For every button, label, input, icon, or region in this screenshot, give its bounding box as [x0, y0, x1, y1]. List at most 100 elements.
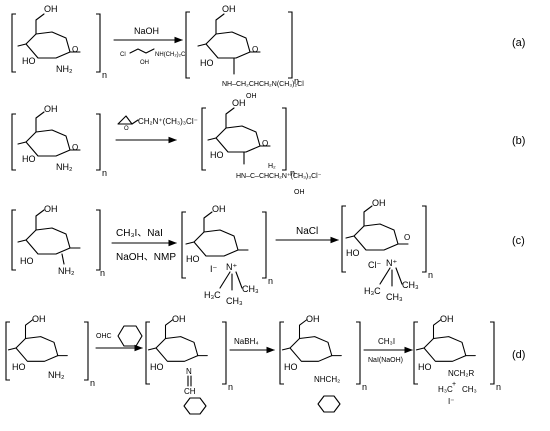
oh-label: OH	[32, 314, 46, 324]
oh-label: OH	[222, 4, 236, 14]
imine-ch: CH	[184, 387, 196, 396]
nh2-label: NH₂	[56, 64, 73, 74]
reagent-naoh-nmp: NaOH、NMP	[116, 252, 176, 263]
o-label: O	[72, 143, 78, 152]
n-subscript: n	[290, 168, 295, 178]
svg-text:Cl: Cl	[120, 52, 126, 58]
o-label: O	[252, 45, 258, 54]
iodide-ion: I⁻	[210, 264, 218, 274]
chitosan-monomer-a: OH HO NH₂ O n	[11, 4, 107, 80]
oh-label: OH	[232, 98, 246, 108]
oh-label: OH	[172, 314, 186, 324]
nh2-label: NH₂	[58, 266, 75, 276]
product-a: OH HO O NH–CH₂CHCH₂N(CH₃)₂Cl OH n	[185, 4, 304, 100]
methyl-ch3: CH₃	[402, 280, 419, 290]
n-subscript: n	[428, 270, 433, 280]
oh-label: OH	[212, 204, 226, 214]
n-subscript: n	[268, 276, 273, 286]
ho-label: HO	[210, 150, 224, 160]
reagent-ch3i-nai: CH₃I、NaI	[116, 228, 163, 239]
svg-text:NH(CH₂)₂Cl: NH(CH₂)₂Cl	[155, 52, 187, 58]
oh-label: OH	[44, 4, 58, 14]
quat-nch2r: NCH₂R	[448, 369, 474, 378]
product-b-side-chain: HN–C–CHCH₂N⁺(CH₃)₃Cl⁻	[236, 173, 322, 180]
nh2-label: NH₂	[48, 370, 65, 380]
product-c-chloride: OH HO O Cl⁻ N⁺ H₃C CH₃ CH₃ n	[341, 198, 433, 302]
n-subscript: n	[496, 382, 501, 392]
chitosan-monomer-d: OH HO NH₂ n	[5, 314, 95, 388]
imine-intermediate: OH HO N CH n	[145, 314, 233, 415]
o-label: O	[72, 45, 78, 54]
product-c-iodide: OH HO I⁻ N⁺ H₃C CH₃ CH₃ n	[181, 204, 273, 306]
row-c: OH HO NH₂ n CH₃I、NaI NaOH、NMP OH HO I⁻ N…	[11, 198, 525, 306]
product-a-oh: OH	[246, 93, 257, 100]
chloride-ion: Cl⁻	[368, 260, 381, 270]
ho-label: HO	[22, 56, 36, 66]
oh-label: OH	[44, 104, 58, 114]
label-d: (d)	[512, 349, 525, 361]
row-b: OH HO NH₂ O n O CH₂N⁺(CH₃)₃Cl⁻ OH HO O H…	[11, 98, 525, 196]
oh-label: OH	[306, 314, 320, 324]
product-b: OH HO O H₂ HN–C–CHCH₂N⁺(CH₃)₃Cl⁻ OH n	[201, 98, 322, 196]
ho-label: HO	[418, 362, 432, 372]
row-d: OH HO NH₂ n OHC OH HO N CH n NaBH₄	[5, 314, 525, 415]
quaternized-product: OH HO NCH₂R + H₃C CH₃ I⁻ n	[413, 314, 501, 406]
reagent-naoh: NaOH	[134, 26, 159, 36]
oh-label: OH	[44, 204, 58, 214]
quat-iodide: I⁻	[448, 397, 454, 406]
oh-label: OH	[440, 314, 454, 324]
methyl-h3c: H₃C	[204, 290, 221, 300]
o-label: O	[404, 233, 410, 242]
label-c: (c)	[512, 235, 525, 247]
chitosan-monomer-b: OH HO NH₂ O n	[11, 104, 107, 178]
n-subscript: n	[102, 70, 107, 80]
ho-label: HO	[150, 362, 164, 372]
n-subscript: n	[294, 76, 299, 86]
n-subscript: n	[90, 378, 95, 388]
reagent-nai-naoh: NaI(NaOH)	[368, 357, 403, 364]
amine-intermediate: OH HO NHCH₂ n	[279, 314, 367, 413]
label-a: (a)	[512, 37, 525, 49]
ho-label: HO	[22, 154, 36, 164]
ho-label: HO	[12, 362, 26, 372]
n-subscript: n	[362, 382, 367, 392]
reagent-nabh4: NaBH₄	[234, 337, 259, 346]
n-subscript: n	[228, 382, 233, 392]
reagent-chloro-amine: Cl NH(CH₂)₂Cl OH	[120, 48, 187, 66]
amine-nhch2: NHCH₂	[314, 375, 340, 384]
reagent-gtmac: CH₂N⁺(CH₃)₃Cl⁻	[138, 117, 198, 126]
n-subscript: n	[100, 268, 105, 278]
ho-label: HO	[20, 256, 34, 266]
label-b: (b)	[512, 135, 525, 147]
product-a-side-chain: NH–CH₂CHCH₂N(CH₃)₂Cl	[222, 81, 304, 88]
ho-label: HO	[186, 254, 200, 264]
quat-ch3: CH₃	[462, 385, 477, 394]
reagent-ohc: OHC	[96, 333, 112, 340]
methyl-ch3: CH₃	[386, 292, 403, 302]
chitosan-monomer-c: OH HO NH₂ n	[11, 204, 105, 278]
epoxide-reagent: O CH₂N⁺(CH₃)₃Cl⁻	[117, 115, 198, 132]
quat-h3c: H₃C	[438, 385, 453, 394]
n-subscript: n	[102, 168, 107, 178]
o-label: O	[262, 139, 268, 148]
row-a: OH HO NH₂ O n NaOH Cl NH(CH₂)₂Cl OH OH H…	[11, 4, 525, 100]
quat-plus: +	[452, 381, 456, 388]
methyl-h3c: H₃C	[364, 286, 381, 296]
ammonium-n: N⁺	[386, 258, 397, 268]
oh-label: OH	[372, 198, 386, 208]
svg-text:OH: OH	[140, 60, 149, 66]
ho-label: HO	[346, 248, 360, 258]
benzaldehyde-reagent: OHC	[96, 325, 143, 347]
nh2-label: NH₂	[56, 162, 73, 172]
product-b-h2: H₂	[268, 163, 276, 170]
ammonium-n: N⁺	[226, 262, 237, 272]
ho-label: HO	[284, 362, 298, 372]
reagent-nacl: NaCl	[296, 226, 318, 237]
epoxide-o: O	[124, 126, 129, 132]
product-b-oh: OH	[294, 189, 305, 196]
methyl-ch3: CH₃	[226, 296, 243, 306]
methyl-ch3: CH₃	[242, 284, 259, 294]
ho-label: HO	[200, 58, 214, 68]
imine-n: N	[186, 367, 192, 376]
